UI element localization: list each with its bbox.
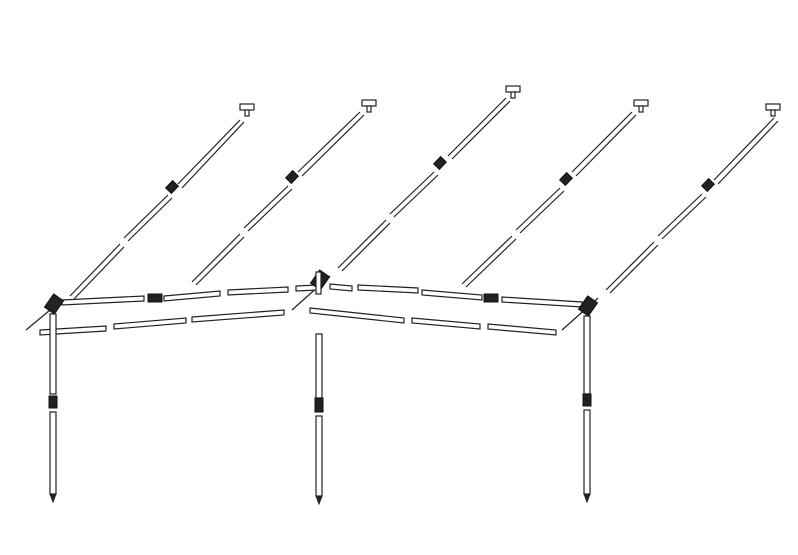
upper-rail-seg-1 bbox=[61, 295, 145, 306]
upright-left-lower-tube bbox=[49, 411, 57, 495]
upright-right bbox=[577, 295, 599, 504]
rafter-3-lower-tube-edge bbox=[341, 222, 391, 272]
rafter-4-wall-clip-stem bbox=[638, 105, 644, 113]
rafter-1-upper-tube bbox=[177, 119, 241, 185]
rafter-2-lower-tube bbox=[191, 233, 241, 283]
rafter-4-upper-tube bbox=[571, 111, 633, 173]
upright-left-upper-tube bbox=[49, 313, 57, 395]
rafter-5-mid-tube bbox=[657, 193, 703, 237]
rafter-3-lower-tube bbox=[337, 219, 387, 269]
rafter-4-lower-tube bbox=[461, 235, 513, 285]
rafter-2-wall-clip bbox=[361, 99, 377, 107]
upright-right-upper-tube bbox=[583, 315, 591, 395]
upright-center-spike bbox=[315, 495, 323, 506]
rafter-3-wall-clip bbox=[505, 85, 521, 93]
lower-rail-seg-5 bbox=[411, 317, 481, 330]
upright-center-mid-tube bbox=[315, 333, 323, 399]
upright-right-spike bbox=[583, 493, 591, 504]
upright-center-lower-tube bbox=[315, 415, 323, 497]
upright-left-corner-joint bbox=[43, 293, 65, 315]
upright-left bbox=[43, 293, 65, 504]
rafter-2-wall-clip-stem bbox=[366, 105, 372, 113]
rafter-3-mid-tube bbox=[389, 171, 435, 215]
rafter-2-mid-tube bbox=[243, 185, 289, 229]
upper-rail-joint-1 bbox=[147, 293, 163, 303]
rafter-4-lower-tube-edge bbox=[465, 238, 517, 288]
lower-rail-seg-2 bbox=[113, 317, 187, 330]
upper-rail-seg-5 bbox=[329, 283, 353, 292]
rafter-3-mid-tube-edge bbox=[393, 174, 439, 218]
rafter-1-lower-tube-edge bbox=[73, 246, 125, 300]
upright-right-corner-joint bbox=[577, 295, 599, 317]
upright-center-upper-tube bbox=[315, 271, 322, 295]
rafter-1-joint bbox=[164, 179, 180, 195]
rafter-4-joint bbox=[558, 171, 574, 187]
upper-eave-rail bbox=[61, 283, 583, 308]
upper-rail-seg-6 bbox=[357, 284, 419, 294]
upright-center-adjuster bbox=[314, 397, 324, 413]
rafter-5-upper-tube-edge bbox=[717, 120, 779, 185]
rafter-2-upper-tube-edge bbox=[301, 114, 365, 177]
upper-rail-seg-3 bbox=[227, 286, 289, 296]
rafter-3-wall-clip-stem bbox=[510, 91, 516, 99]
rafter-4 bbox=[461, 99, 649, 288]
rafter-1-wall-clip bbox=[239, 103, 255, 111]
rafter-5-lower-tube bbox=[605, 241, 655, 291]
rafter-1-mid-tube bbox=[123, 194, 169, 239]
lower-rail-seg-4 bbox=[309, 307, 405, 324]
rafter-2-upper-tube bbox=[297, 111, 361, 173]
rafter-5 bbox=[561, 103, 781, 331]
rafter-1-wall-clip-stem bbox=[244, 109, 250, 117]
rafter-4-wall-clip bbox=[633, 99, 649, 107]
rafter-2 bbox=[191, 99, 377, 286]
rafter-3 bbox=[291, 85, 521, 311]
rafter-2-joint bbox=[284, 169, 300, 185]
upright-right-adjuster bbox=[582, 393, 592, 407]
rafter-2-mid-tube-edge bbox=[247, 188, 293, 232]
lower-rail-seg-3 bbox=[191, 309, 285, 323]
rafter-4-mid-tube-edge bbox=[519, 190, 565, 234]
rafter-3-upper-tube-edge bbox=[451, 100, 511, 160]
upper-rail-seg-2 bbox=[163, 290, 221, 302]
rafter-1 bbox=[25, 103, 255, 331]
rafter-5-mid-tube-edge bbox=[661, 196, 707, 240]
rafter-3-upper-tube bbox=[447, 97, 507, 157]
rafter-1-mid-tube-edge bbox=[127, 197, 173, 242]
upright-center bbox=[309, 269, 331, 506]
upper-rail-seg-8 bbox=[501, 296, 583, 308]
rafter-5-joint bbox=[700, 177, 716, 193]
upper-rail-seg-7 bbox=[421, 289, 483, 301]
upright-left-adjuster bbox=[48, 395, 58, 409]
rafter-5-lower-tube-edge bbox=[609, 244, 659, 294]
upright-left-spike bbox=[49, 493, 57, 504]
rafter-3-joint bbox=[432, 155, 448, 171]
upright-right-lower-tube bbox=[583, 409, 591, 495]
rafter-5-upper-tube bbox=[713, 117, 775, 181]
lower-eave-rail bbox=[39, 307, 557, 336]
upper-rail-joint-2 bbox=[483, 293, 499, 303]
rafter-2-lower-tube-edge bbox=[195, 236, 245, 286]
rafter-4-upper-tube-edge bbox=[575, 114, 637, 177]
lower-rail-seg-6 bbox=[487, 323, 557, 336]
rafter-5-wall-clip bbox=[765, 103, 781, 111]
rafter-1-lower-tube bbox=[69, 243, 121, 297]
rafter-1-upper-tube-edge bbox=[181, 121, 245, 189]
rafter-5-wall-clip-stem bbox=[770, 109, 776, 117]
rafter-4-mid-tube bbox=[515, 187, 561, 231]
